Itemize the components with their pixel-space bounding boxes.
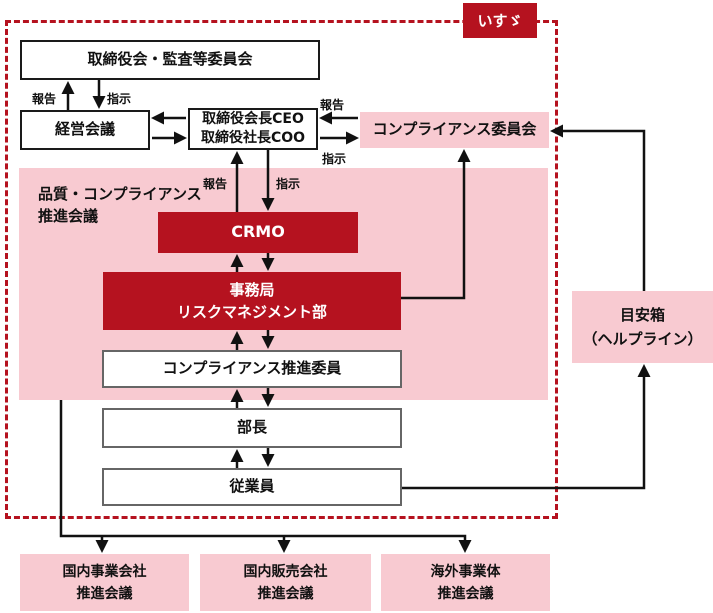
board-box: 取締役会・監査等委員会 (20, 40, 320, 80)
domestic-sales-meeting-box: 国内販売会社 推進会議 (200, 554, 371, 611)
label-report-board: 報告 (32, 92, 57, 106)
label-report-crmo: 報告 (203, 177, 228, 191)
suggestion-box-label-line2: （ヘルプライン） (582, 330, 703, 348)
ceo-label-line1: 取締役会長CEO (202, 111, 304, 127)
arrow-suggestion-box-to-committee (550, 124, 646, 291)
employees-box: 従業員 (102, 468, 402, 506)
secretariat-box: 事務局 リスクマネジメント部 (103, 272, 401, 330)
secretariat-label-line1: 事務局 (229, 281, 275, 299)
compliance-committee-label: コンプライアンス委員会 (372, 120, 537, 139)
compliance-promoter-box: コンプライアンス推進委員 (102, 350, 402, 388)
domestic-business-meeting-box: 国内事業会社 推進会議 (20, 554, 189, 611)
label-instruct-crmo: 指示 (276, 177, 301, 191)
domestic-sales-meeting-line2: 推進会議 (257, 585, 314, 602)
ceo-label-line2: 取締役社長COO (200, 130, 306, 146)
management-meeting-label: 経営会議 (54, 120, 115, 139)
label-instruct-board: 指示 (107, 92, 132, 106)
overseas-meeting-line2: 推進会議 (437, 585, 494, 602)
employees-label: 従業員 (229, 477, 275, 496)
region-label-line1: 品質・コンプライアンス (38, 185, 202, 203)
domestic-business-meeting-line1: 国内事業会社 (62, 563, 147, 580)
quality-compliance-region-label: 品質・コンプライアンス 推進会議 (38, 183, 202, 227)
suggestion-box: 目安箱 （ヘルプライン） (572, 291, 713, 363)
department-manager-label: 部長 (236, 418, 267, 437)
domestic-business-meeting-line2: 推進会議 (76, 585, 133, 602)
suggestion-box-label-line1: 目安箱 (619, 306, 665, 324)
company-boundary-frame (5, 20, 558, 519)
compliance-promoter-label: コンプライアンス推進委員 (162, 359, 342, 378)
isuzu-logo-badge: いすゞ (463, 3, 537, 38)
ceo-coo-box: 取締役会長CEO 取締役社長COO (188, 108, 318, 150)
department-manager-box: 部長 (102, 408, 402, 448)
board-label: 取締役会・監査等委員会 (87, 50, 253, 69)
arrow-region-to-overseas-meeting (59, 400, 472, 553)
region-label-line2: 推進会議 (38, 207, 99, 225)
overseas-meeting-line1: 海外事業体 (430, 563, 501, 580)
label-report-committee: 報告 (320, 98, 345, 112)
label-instruct-committee: 指示 (322, 152, 347, 166)
overseas-meeting-box: 海外事業体 推進会議 (381, 554, 550, 611)
compliance-committee-box: コンプライアンス委員会 (360, 112, 549, 148)
management-meeting-box: 経営会議 (20, 110, 150, 150)
secretariat-label-line2: リスクマネジメント部 (176, 303, 327, 321)
crmo-box: CRMO (158, 212, 358, 253)
crmo-label: CRMO (231, 222, 285, 242)
arrow-secretariat-to-committee (401, 149, 471, 300)
arrow-employee-to-suggestion-box (402, 364, 651, 490)
domestic-sales-meeting-line1: 国内販売会社 (243, 563, 328, 580)
